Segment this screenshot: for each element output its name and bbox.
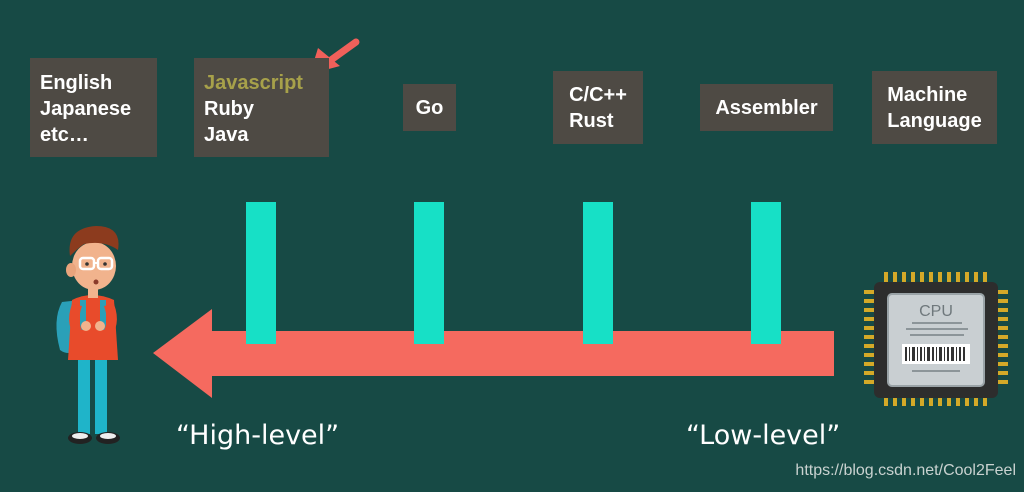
- caption-low-level: “Low-level”: [686, 420, 841, 451]
- box-assembler: Assembler: [700, 84, 833, 131]
- box-label: Assembler: [715, 96, 818, 119]
- box-line: Rust: [569, 109, 614, 132]
- box-line: Language: [887, 109, 982, 132]
- box-line: Java: [204, 124, 249, 146]
- box-machine-language: Machine Language: [872, 71, 997, 144]
- caption-high-level: “High-level”: [176, 420, 340, 451]
- box-line: C/C++: [569, 83, 627, 106]
- pillar-systems: [583, 202, 613, 344]
- watermark: https://blog.csdn.net/Cool2Feel: [795, 462, 1016, 479]
- box-line: etc…: [40, 124, 89, 146]
- box-line: Machine: [887, 83, 968, 106]
- box-line: English: [40, 72, 113, 94]
- box-human-languages: English Japanese etc…: [30, 58, 157, 157]
- pillar-assembler: [751, 202, 781, 344]
- box-label: Go: [415, 96, 444, 119]
- box-line: Ruby: [204, 98, 254, 120]
- box-scripting-languages: Javascript Ruby Java: [194, 58, 329, 157]
- direction-arrow: [153, 309, 834, 398]
- box-line-highlight: Javascript: [204, 72, 303, 94]
- box-systems-languages: C/C++ Rust: [553, 71, 643, 144]
- box-line: Japanese: [40, 98, 132, 120]
- cpu-label: CPU: [919, 303, 953, 320]
- cpu-chip-icon: CPU: [864, 272, 1008, 406]
- person-illustration: [56, 226, 120, 444]
- pillar-scripting: [246, 202, 276, 344]
- pillar-go: [414, 202, 444, 344]
- box-go: Go: [403, 84, 456, 131]
